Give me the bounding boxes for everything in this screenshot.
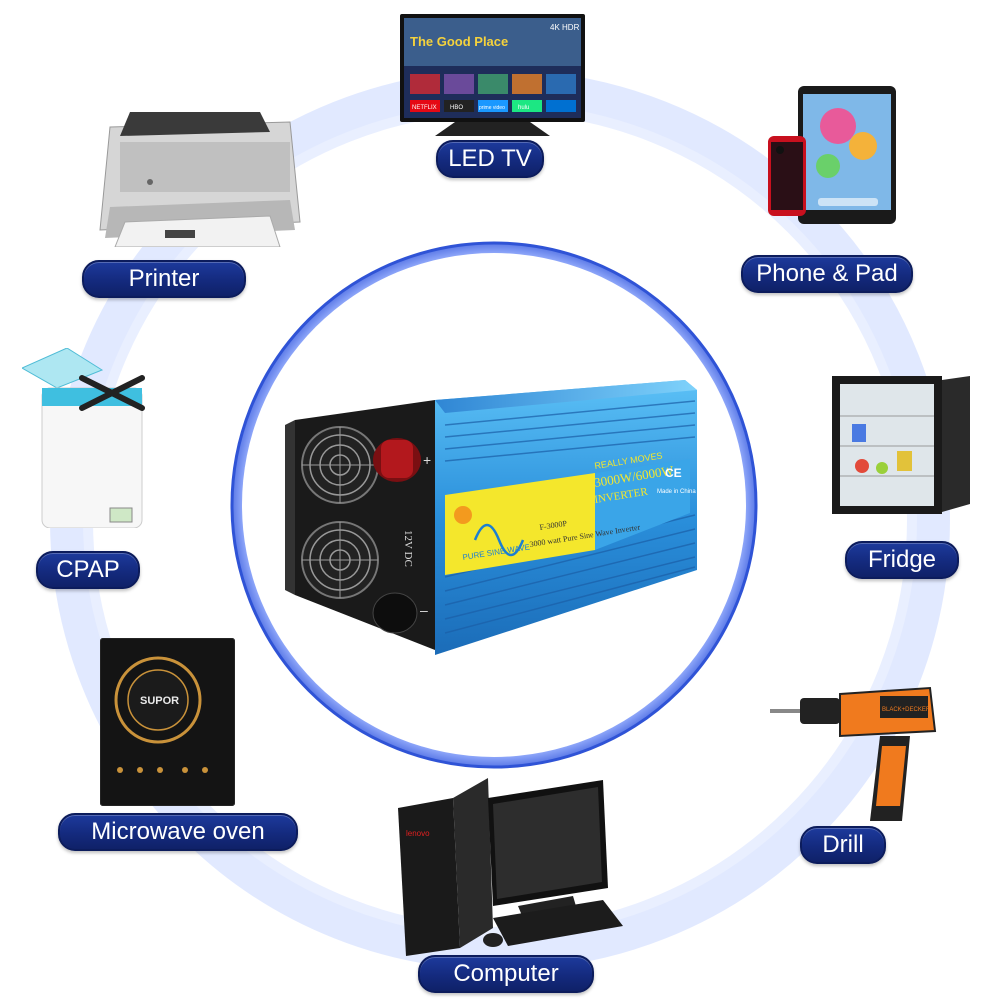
computer-image: lenovo xyxy=(398,778,628,956)
label-fridge: Fridge xyxy=(845,541,959,579)
voltage-label: 12V DC xyxy=(402,530,414,567)
prime-tile: prime video xyxy=(479,105,505,111)
label-cpap: CPAP xyxy=(36,551,140,589)
label-drill: Drill xyxy=(800,826,886,864)
phone-pad-image xyxy=(768,86,898,226)
label-led-tv: LED TV xyxy=(436,140,544,178)
positive-terminal: + xyxy=(373,438,431,482)
cpap-image xyxy=(22,348,152,528)
made-in: Made in China xyxy=(657,489,696,495)
svg-text:+: + xyxy=(423,452,431,468)
led-tv-image: The Good Place 4K HDR NETFLIX HBO prime … xyxy=(400,14,585,136)
computer-brand: lenovo xyxy=(406,829,430,838)
tv-badge: 4K HDR xyxy=(550,23,580,32)
drill-image: BLACK+DECKER xyxy=(770,686,938,826)
drill-brand: BLACK+DECKER xyxy=(882,707,931,713)
fan-icon xyxy=(301,426,379,504)
negative-terminal: – xyxy=(372,592,428,634)
hulu-tile: hulu xyxy=(518,105,529,111)
hbo-tile: HBO xyxy=(450,105,463,111)
label-phone-pad: Phone & Pad xyxy=(741,255,913,293)
fan-icon xyxy=(301,521,379,599)
label-microwave: Microwave oven xyxy=(58,813,298,851)
printer-image xyxy=(90,112,305,247)
model-number: F-3000P xyxy=(539,519,568,532)
label-printer: Printer xyxy=(82,260,246,298)
microwave-brand: SUPOR xyxy=(140,695,179,707)
tv-show-title: The Good Place xyxy=(410,34,508,49)
svg-text:–: – xyxy=(420,602,428,618)
inverter-product-image: + – 12V DC xyxy=(285,365,705,665)
label-computer: Computer xyxy=(418,955,594,993)
microwave-image: SUPOR xyxy=(100,638,235,806)
fridge-image xyxy=(832,376,970,516)
netflix-tile: NETFLIX xyxy=(412,105,437,111)
ce-mark: CE xyxy=(665,466,682,480)
